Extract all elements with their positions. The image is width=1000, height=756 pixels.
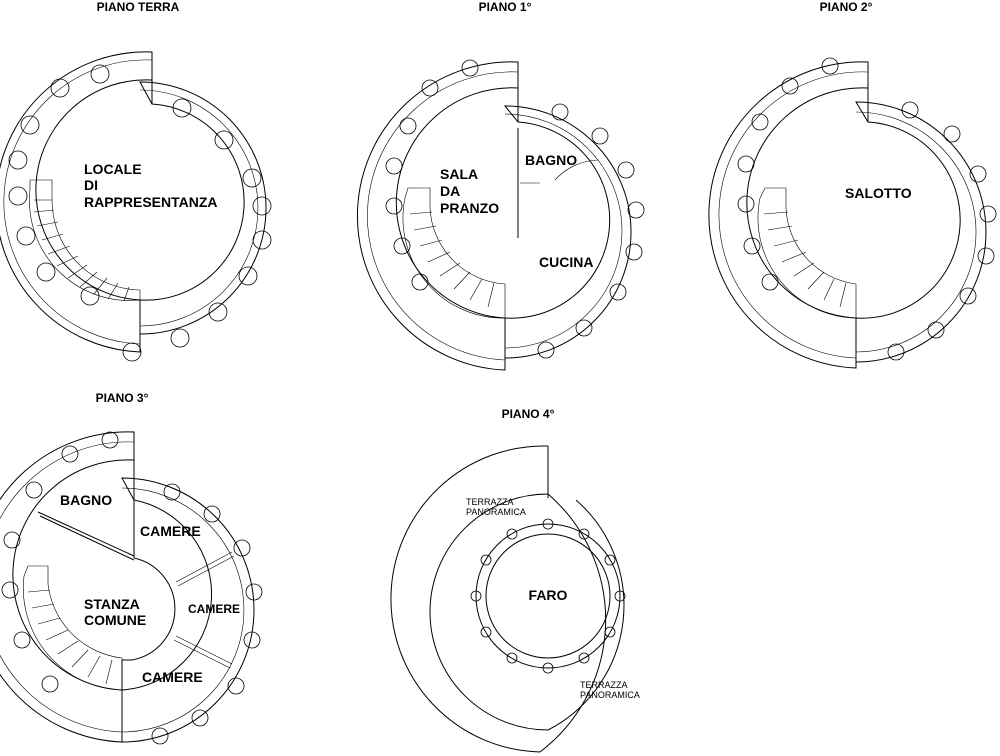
outer-wall-left <box>708 61 869 369</box>
room-label: RAPPRESENTANZA <box>84 194 218 210</box>
terrace-inner-left <box>429 446 549 731</box>
outer-wall-left <box>356 61 519 371</box>
stair-steps <box>27 589 113 685</box>
room-label: CAMERE <box>188 602 240 616</box>
plan-piano-terra: PIANO TERRA LOCALE DI RAPPRE <box>0 0 272 362</box>
svg-text:SALA DA PRANZO: SALA DA PRANZO <box>440 166 499 216</box>
staircase <box>757 187 857 319</box>
inner-ring <box>3 59 153 345</box>
inner-ring <box>855 111 977 353</box>
floor-title: PIANO 3° <box>96 391 149 405</box>
lighthouse-core <box>485 533 611 659</box>
svg-text:LOCALE DI RAPPRESE: LOCALE DI RAPPRESENTANZA <box>84 161 218 210</box>
room-label: PANORAMICA <box>580 690 640 700</box>
outer-wall-left <box>0 431 135 743</box>
terrace-outer-right <box>539 493 607 753</box>
room-label: CAMERE <box>142 669 203 685</box>
buttresses <box>8 64 272 362</box>
stair-steps <box>763 211 847 308</box>
inner-ring <box>718 71 869 359</box>
inner-ring <box>139 89 259 327</box>
room-label: DA <box>440 183 460 199</box>
room-divider <box>173 635 233 669</box>
central-core <box>122 557 176 661</box>
room-label: SALOTTO <box>845 185 912 201</box>
outer-wall-left <box>0 51 153 353</box>
outer-wall-right <box>139 81 267 335</box>
bathroom-wall <box>37 511 135 561</box>
lighthouse-bumps <box>470 518 626 674</box>
room-label: BAGNO <box>525 152 577 168</box>
svg-text:TERRAZZA PANORAMICA: TERRAZZA PANORAMICA <box>580 680 640 700</box>
room-label: LOCALE <box>84 161 142 177</box>
terrace-inner-right <box>547 499 625 731</box>
buttresses <box>1 431 263 745</box>
outer-wall-right <box>503 105 632 359</box>
room-label: DI <box>84 177 98 193</box>
room-label: TERRAZZA <box>466 497 513 507</box>
room-label: BAGNO <box>60 492 112 508</box>
svg-text:STANZA COMUNE: STANZA COMUNE <box>84 596 146 628</box>
lighthouse-gallery <box>475 523 621 669</box>
outer-wall-right <box>121 477 255 743</box>
room-label: COMUNE <box>84 612 146 628</box>
room-divider <box>175 551 235 587</box>
buttresses <box>737 57 997 361</box>
room-label: STANZA <box>84 596 140 612</box>
inner-ring <box>504 113 623 349</box>
room-label: TERRAZZA <box>580 680 627 690</box>
inner-ring <box>121 487 245 733</box>
plan-piano-3: PIANO 3° BAGNO CAMERE CAMERE CAMERE STAN <box>0 391 263 745</box>
room-label: PRANZO <box>440 200 499 216</box>
staircase <box>23 565 123 691</box>
plan-piano-1: PIANO 1° SALA DA PRANZO BAGNO CUCINA <box>356 0 645 371</box>
floor-title: PIANO 4° <box>502 407 555 421</box>
staircase <box>29 179 141 301</box>
partition-wall <box>855 62 869 368</box>
buttresses <box>385 59 645 359</box>
outer-wall-right <box>855 101 987 363</box>
room-label: FARO <box>529 587 568 603</box>
plan-piano-4: PIANO 4° TERRAZZA PANORAMICA FARO TERRAZ… <box>390 407 640 753</box>
room-label: SALA <box>440 166 478 182</box>
room-label: PANORAMICA <box>466 507 526 517</box>
floor-title: PIANO 1° <box>479 0 532 14</box>
stair-steps <box>409 211 495 308</box>
plan-piano-2: PIANO 2° SALOTTO <box>708 0 997 369</box>
inner-ring <box>0 441 135 733</box>
inner-ring <box>367 71 519 361</box>
floor-title: PIANO 2° <box>820 0 873 14</box>
svg-text:TERRAZZA PANORAMICA: TERRAZZA PANORAMICA <box>466 497 526 517</box>
room-label: CUCINA <box>539 254 593 270</box>
stair-steps <box>33 199 130 302</box>
bathroom-door <box>520 159 599 184</box>
room-label: CAMERE <box>140 523 201 539</box>
floor-title: PIANO TERRA <box>97 0 180 14</box>
terrace-outer-left <box>390 445 549 753</box>
